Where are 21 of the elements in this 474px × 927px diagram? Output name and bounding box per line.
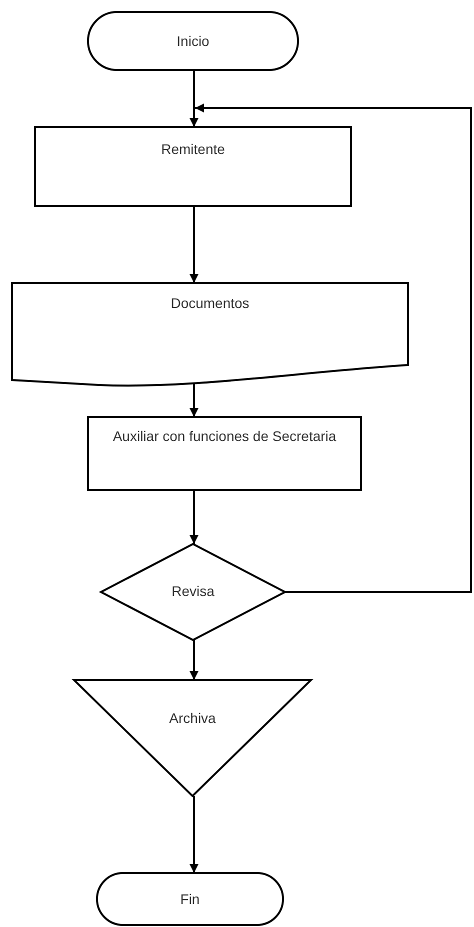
node-label: Documentos: [170, 294, 250, 313]
node-label: Auxiliar con funciones de Secretaria: [112, 427, 338, 446]
arrow: [190, 384, 198, 417]
node-label: Archiva: [168, 709, 217, 728]
decision-diamond: [101, 544, 285, 640]
node-label: Remitente: [160, 140, 226, 159]
arrow: [190, 796, 198, 873]
arrow: [195, 104, 472, 593]
node-label: Fin: [179, 890, 201, 909]
arrow: [190, 640, 198, 680]
document-shape: [12, 283, 408, 387]
terminal-shape: [97, 873, 283, 925]
node-label: Inicio: [176, 32, 210, 51]
merge-triangle: [74, 680, 311, 796]
terminal-shape: [88, 12, 298, 70]
arrow: [190, 490, 198, 544]
arrow: [190, 206, 198, 283]
process-box: [88, 417, 361, 490]
arrow: [190, 70, 198, 127]
process-box: [35, 127, 351, 206]
node-label: Revisa: [170, 582, 216, 601]
